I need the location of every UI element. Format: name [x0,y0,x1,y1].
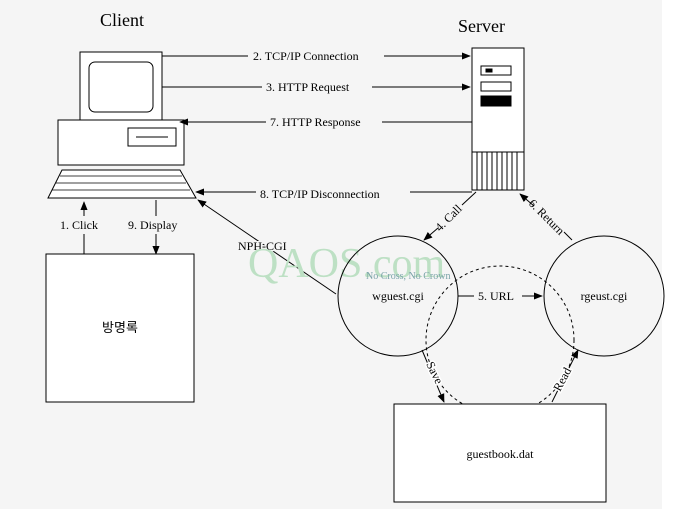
arrow-return [519,193,573,241]
arrow-save [421,349,445,403]
server-icon [471,47,525,191]
arrow-call [423,191,477,241]
watermark-tagline: No Cross, No Crown [366,271,450,282]
server-title: Server [458,16,505,36]
label-response: 7. HTTP Response [270,115,361,129]
rgeust-label: rgeust.cgi [581,289,628,303]
wguest-label: wguest.cgi [372,289,424,303]
arrow-nph-cgi [197,199,337,295]
label-click: 1. Click [60,218,98,232]
rgeust-circle [543,235,665,357]
label-display: 9. Display [128,218,177,232]
client-computer-icon [47,51,197,199]
label-url: 5. URL [478,289,514,303]
label-connection: 2. TCP/IP Connection [253,49,359,63]
client-title: Client [100,10,144,30]
label-disconnection: 8. TCP/IP Disconnection [260,187,380,201]
guestbook-page-label: 방명록 [102,320,138,335]
label-request: 3. HTTP Request [266,80,350,94]
guestbook-file-box [393,403,607,503]
arrow-read [551,349,579,403]
label-nph-cgi: NPH-CGI [238,239,287,253]
guestbook-page-box [45,253,195,403]
guestbook-file-label: guestbook.dat [467,447,535,461]
